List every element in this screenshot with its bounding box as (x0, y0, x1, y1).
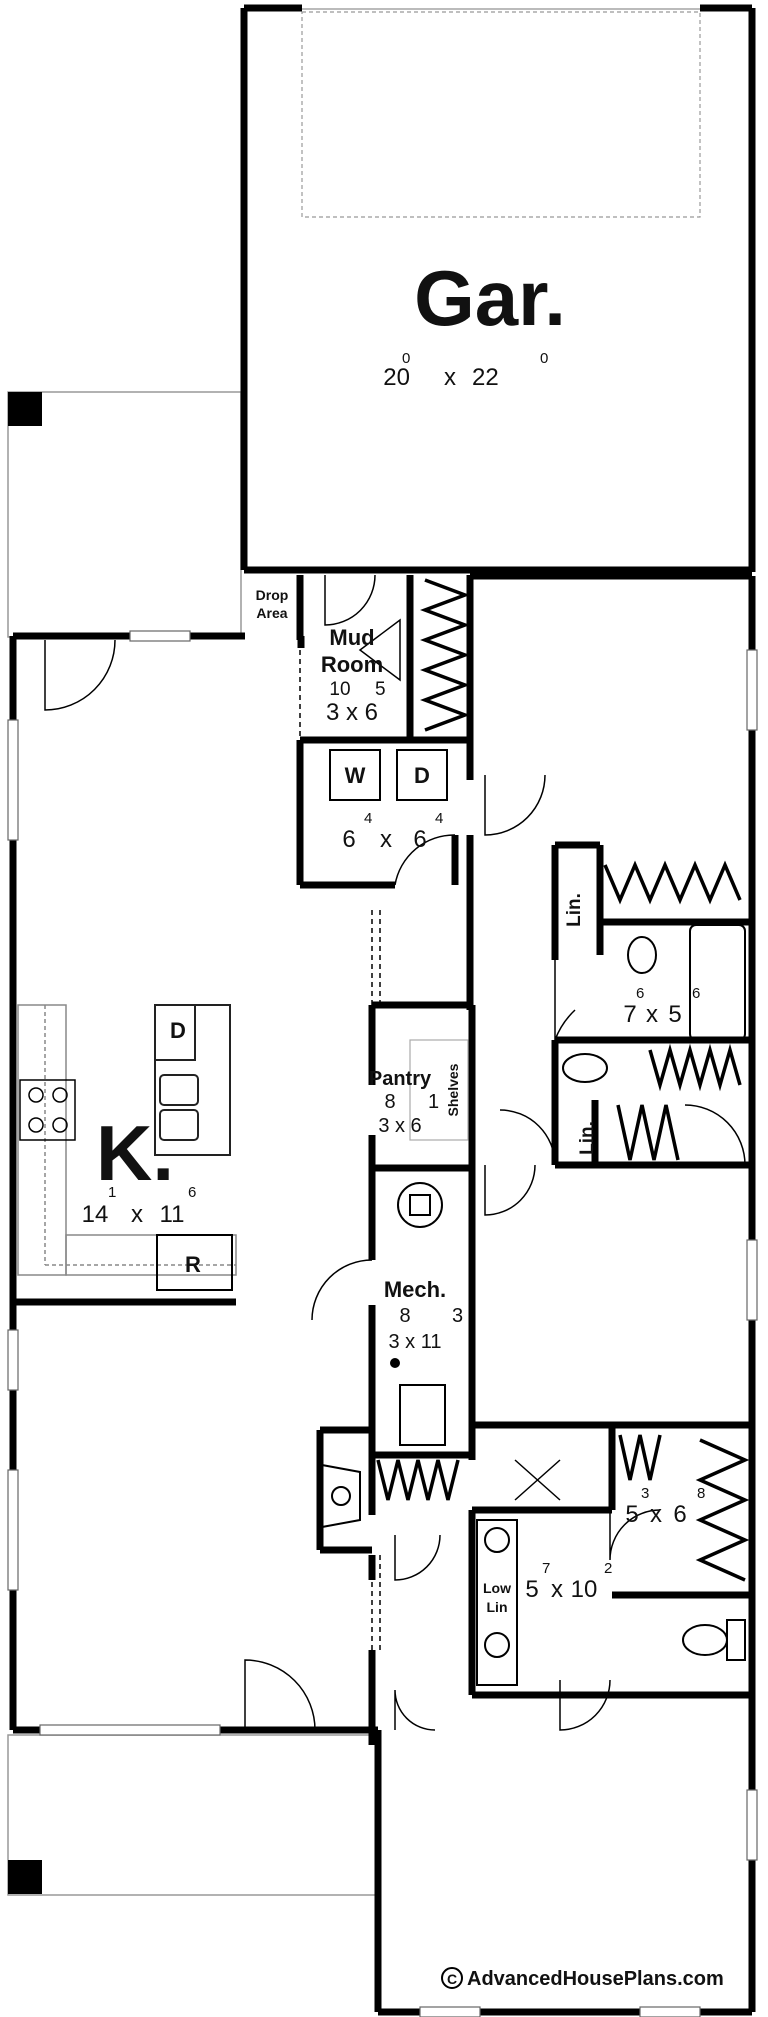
closet-w: 5 (625, 1501, 638, 1528)
kitchen-w-in: 1 (108, 1184, 116, 1201)
pantry-w: 8 (384, 1091, 395, 1113)
ceiling-fan-icon (514, 1459, 561, 1501)
laundry-d: 6 (413, 826, 426, 853)
fireplace-icon (321, 1463, 361, 1529)
garage-name: Gar. (414, 254, 566, 342)
bath1-d: 5 (668, 1001, 681, 1028)
door-swings (44, 574, 746, 1731)
garage-door-outline (301, 11, 701, 218)
pantry-label: Pantry 8 1 3 x 6 Shelves (369, 1063, 461, 1137)
garage-depth-in: 0 (540, 350, 548, 367)
mech-d: 3 x 11 (389, 1331, 442, 1353)
laundry-machines (329, 749, 448, 801)
dishwasher-label: D (170, 1018, 186, 1043)
porch-post-bottom (8, 1860, 42, 1894)
washer-label: W (345, 763, 366, 788)
drop-area-label: Drop Area (256, 587, 289, 621)
closet-shelving (376, 578, 750, 1582)
mud-room-label: Mud Room 10 5 3 x 6 (321, 625, 386, 726)
kitchen-w: 14 (82, 1201, 109, 1228)
copyright: C AdvancedHousePlans.com (441, 1967, 724, 1990)
laundry-w-in: 4 (364, 810, 372, 827)
kitchen-label: D K. 14 1 x 11 6 R (82, 1018, 201, 1277)
garage-width: 20 (383, 364, 410, 391)
pantry-d: 3 x 6 (378, 1115, 421, 1137)
mud-room-d: 3 x 6 (326, 699, 378, 726)
fridge-label: R (185, 1252, 201, 1277)
garage-size-x: x (444, 364, 456, 391)
porch-post-top (8, 392, 42, 426)
drop-area-line2: Area (256, 605, 287, 621)
laundry-x: x (380, 826, 392, 853)
bath2-fixtures (476, 1519, 746, 1686)
mud-room-w: 10 (329, 679, 350, 700)
mud-room-line2: Room (321, 652, 383, 677)
bath2-d: 10 (571, 1576, 598, 1603)
laundry-w: 6 (342, 826, 355, 853)
bath1-label: 7 6 x 5 6 (623, 985, 700, 1028)
mud-room-w-in: 5 (375, 679, 386, 700)
garage-walls (240, 4, 756, 574)
bath1-d-in: 6 (692, 985, 700, 1002)
closet-label: 5 3 x 6 8 (625, 1485, 705, 1528)
kitchen-d: 11 (160, 1201, 185, 1228)
kitchen-name: K. (96, 1109, 174, 1197)
bath2-label: Low Lin 5 7 x 10 2 (483, 1560, 612, 1615)
interior-walls (13, 572, 752, 1745)
windows (7, 630, 758, 2017)
mud-room-line1: Mud (329, 625, 374, 650)
closet-d-in: 8 (697, 1485, 705, 1502)
pantry-shelves (409, 1039, 469, 1141)
pantry-shelves-label: Shelves (445, 1063, 461, 1116)
range-icon (19, 1079, 76, 1141)
bath1-x: x (646, 1001, 658, 1028)
bath1-fixtures (562, 924, 746, 1083)
closet-w-in: 3 (641, 1485, 649, 1502)
copyright-text: AdvancedHousePlans.com (467, 1968, 724, 1990)
pantry-w-in: 1 (428, 1091, 439, 1113)
exterior-walls (9, 576, 756, 2016)
kitchen-x: x (131, 1201, 143, 1228)
garage-label: Gar. x 20 0 22 0 (383, 254, 566, 391)
mech-label: Mech. 8 3 3 x 11 (384, 1277, 463, 1353)
pantry-name: Pantry (369, 1068, 432, 1090)
dryer-label: D (414, 763, 430, 788)
garage-depth: 22 (472, 364, 499, 391)
closet-x: x (650, 1501, 662, 1528)
mech-name: Mech. (384, 1277, 446, 1302)
copyright-symbol: C (447, 1971, 457, 1987)
bath2-x: x (551, 1576, 563, 1603)
mech-w: 8 (399, 1305, 410, 1327)
dashed-openings (299, 650, 381, 1650)
kitchen-d-in: 6 (188, 1184, 196, 1201)
mech-w-in: 3 (452, 1305, 463, 1327)
fridge-icon (156, 1234, 233, 1291)
bath1-w-in: 6 (636, 985, 644, 1002)
low-lin-line1: Low (483, 1580, 511, 1596)
mech-equipment (390, 1182, 446, 1446)
linen2-label: Lin. (577, 1121, 598, 1155)
closet-d: 6 (673, 1501, 686, 1528)
porch-outlines (7, 391, 379, 1896)
low-lin-line2: Lin (487, 1599, 508, 1615)
laundry-label: W D 6 4 x 6 4 (342, 763, 443, 853)
linen1-label: Lin. (564, 893, 585, 927)
bath2-w-in: 7 (542, 1560, 550, 1577)
copyright-icon (441, 1967, 463, 1989)
linen-labels: Lin. Lin. (564, 893, 598, 1155)
bath1-w: 7 (623, 1001, 636, 1028)
drop-area-line1: Drop (256, 587, 289, 603)
garage-width-in: 0 (402, 350, 410, 367)
bath2-w: 5 (525, 1576, 538, 1603)
kitchen-island (154, 1004, 231, 1156)
laundry-d-in: 4 (435, 810, 443, 827)
bath2-d-in: 2 (604, 1560, 612, 1577)
